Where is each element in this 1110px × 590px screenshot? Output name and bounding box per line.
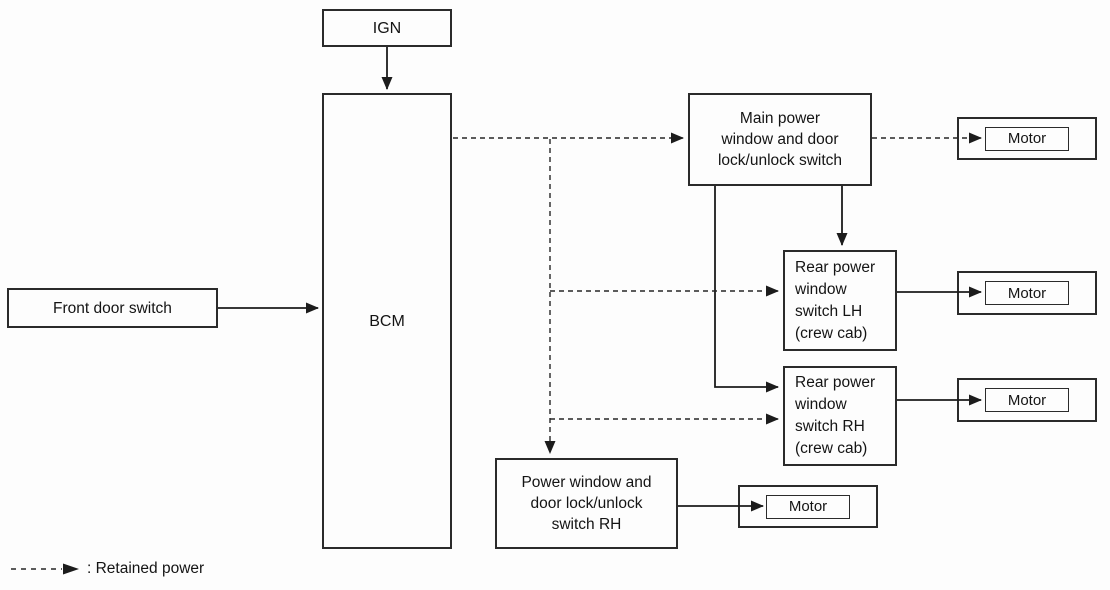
node-rear-switch-lh: Rear power window switch LH (crew cab) [783,250,897,351]
node-motor-front-rh: Motor [738,485,878,528]
node-motor-rear-rh-label: Motor [1007,391,1047,409]
legend-retained-power-label: : Retained power [87,560,205,577]
retained-power-dashed-arrow-icon [11,563,79,575]
node-motor-main: Motor [957,117,1097,160]
node-bcm: BCM [322,93,452,549]
connector-main-to-rear-rh [714,186,779,393]
node-motor-rear-rh: Motor [957,378,1097,422]
node-front-switch-rh-label: Power window and door lock/unlock switch… [521,474,652,533]
node-rear-switch-lh-label: Rear power window switch LH (crew cab) [795,258,876,342]
node-rear-switch-rh-label: Rear power window switch RH (crew cab) [795,374,876,457]
node-motor-rear-rh-inner: Motor [985,388,1069,412]
node-bcm-label: BCM [369,312,405,330]
node-motor-main-inner: Motor [985,126,1069,151]
node-motor-front-rh-inner: Motor [766,494,850,519]
node-front-door-switch-label: Front door switch [53,299,172,317]
node-motor-main-label: Motor [1007,130,1047,147]
node-motor-rear-lh-label: Motor [1007,284,1047,302]
node-main-power-switch-label: Main power window and door lock/unlock s… [717,110,843,169]
node-front-door-switch: Front door switch [7,288,218,328]
node-motor-front-rh-label: Motor [788,498,828,515]
legend-retained-power: : Retained power [10,558,204,580]
node-rear-switch-rh: Rear power window switch RH (crew cab) [783,366,897,466]
node-motor-rear-lh: Motor [957,271,1097,315]
node-ign-label: IGN [372,19,402,37]
node-main-power-switch: Main power window and door lock/unlock s… [688,93,872,186]
node-motor-rear-lh-inner: Motor [985,281,1069,305]
node-front-switch-rh: Power window and door lock/unlock switch… [495,458,678,549]
node-ign: IGN [322,9,452,47]
